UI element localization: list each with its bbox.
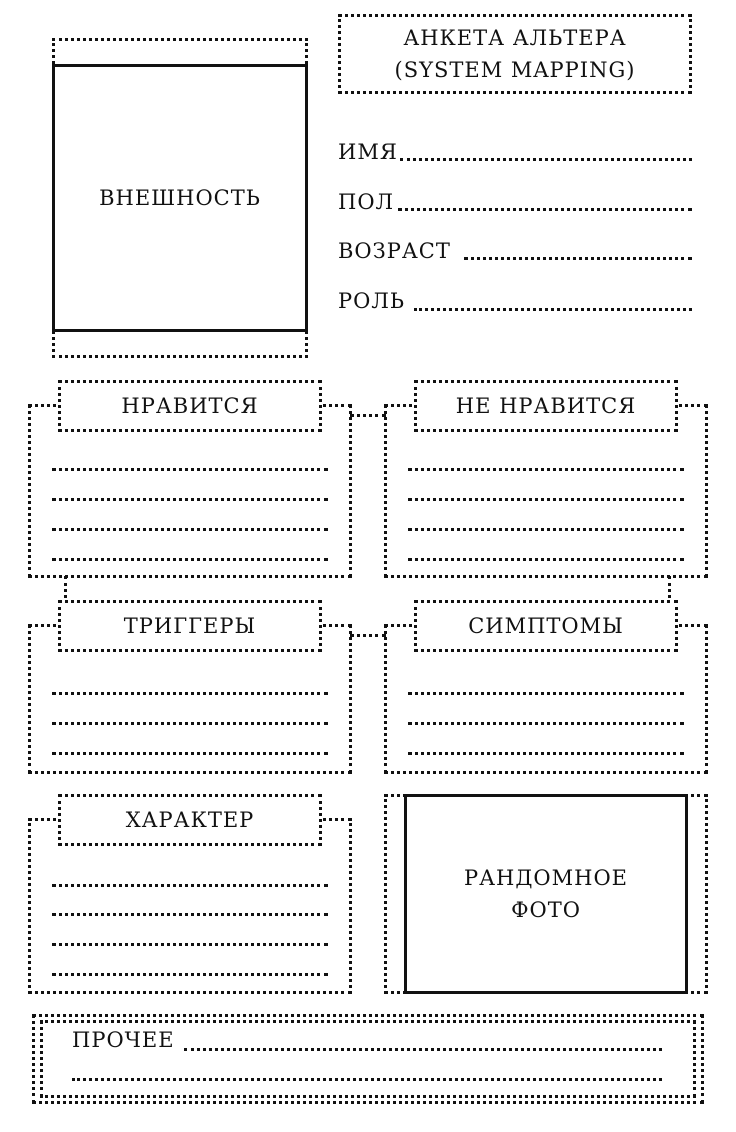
other-label: ПРОЧЕЕ — [72, 1028, 175, 1052]
dislikes-header: НЕ НРАВИТСЯ — [414, 380, 678, 432]
role-label: РОЛЬ — [338, 289, 406, 313]
character-line-3[interactable] — [52, 943, 328, 946]
other-line-2[interactable] — [72, 1078, 662, 1081]
likes-header: НРАВИТСЯ — [58, 380, 322, 432]
appearance-label: ВНЕШНОСТЬ — [99, 186, 261, 210]
photo-label-line2: ФОТО — [511, 898, 581, 922]
character-line-4[interactable] — [52, 973, 328, 976]
triggers-header: ТРИГГЕРЫ — [58, 600, 322, 652]
age-field[interactable] — [464, 257, 692, 260]
character-header: ХАРАКТЕР — [58, 794, 322, 846]
likes-line-3[interactable] — [52, 528, 328, 531]
symptoms-title: СИМПТОМЫ — [468, 614, 624, 638]
photo-label-line1: РАНДОМНОЕ — [464, 866, 628, 890]
name-label: ИМЯ — [338, 140, 398, 164]
name-field[interactable] — [400, 158, 692, 161]
connector-likes-triggers — [64, 576, 67, 604]
character-line-2[interactable] — [52, 913, 328, 916]
triggers-line-3[interactable] — [52, 752, 328, 755]
likes-line-2[interactable] — [52, 498, 328, 501]
dislikes-line-4[interactable] — [408, 558, 684, 561]
likes-title: НРАВИТСЯ — [121, 394, 259, 418]
connector-dislikes-symptoms — [668, 576, 671, 604]
connector-triggers-symptoms — [350, 634, 386, 637]
likes-line-1[interactable] — [52, 468, 328, 471]
symptoms-line-2[interactable] — [408, 722, 684, 725]
character-title: ХАРАКТЕР — [125, 808, 255, 832]
role-field[interactable] — [414, 308, 692, 311]
symptoms-line-1[interactable] — [408, 692, 684, 695]
form-title-line2: (SYSTEM MAPPING) — [394, 58, 636, 82]
likes-line-4[interactable] — [52, 558, 328, 561]
photo-box[interactable]: РАНДОМНОЕ ФОТО — [404, 794, 688, 994]
dislikes-line-1[interactable] — [408, 468, 684, 471]
dislikes-title: НЕ НРАВИТСЯ — [455, 394, 637, 418]
triggers-line-1[interactable] — [52, 692, 328, 695]
gender-label: ПОЛ — [338, 190, 395, 214]
age-label: ВОЗРАСТ — [338, 239, 451, 263]
other-frame-outer — [32, 1014, 704, 1104]
triggers-title: ТРИГГЕРЫ — [123, 614, 257, 638]
form-title-line1: АНКЕТА АЛЬТЕРА — [403, 26, 627, 50]
triggers-line-2[interactable] — [52, 722, 328, 725]
character-line-1[interactable] — [52, 884, 328, 887]
dislikes-line-2[interactable] — [408, 498, 684, 501]
connector-likes-dislikes — [350, 414, 386, 417]
gender-field[interactable] — [398, 208, 692, 211]
other-line-1[interactable] — [184, 1048, 662, 1051]
other-frame-inner — [40, 1020, 696, 1098]
form-title-box: АНКЕТА АЛЬТЕРА (SYSTEM MAPPING) — [338, 14, 692, 94]
symptoms-line-3[interactable] — [408, 752, 684, 755]
symptoms-header: СИМПТОМЫ — [414, 600, 678, 652]
dislikes-line-3[interactable] — [408, 528, 684, 531]
appearance-box[interactable]: ВНЕШНОСТЬ — [52, 64, 308, 332]
